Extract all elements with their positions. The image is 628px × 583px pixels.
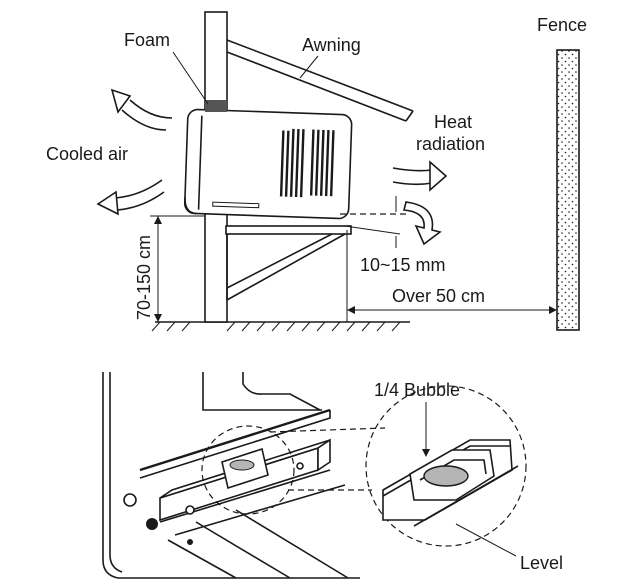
label-fence: Fence	[537, 15, 587, 35]
magnified-vial	[409, 449, 495, 501]
level-vial-housing	[221, 447, 269, 490]
zoom-connector-upper	[269, 427, 386, 433]
unit-screw-hole	[123, 493, 137, 507]
level-end-cap	[185, 505, 195, 515]
distance-dimension	[346, 230, 557, 322]
magnified-bubble-detail	[365, 385, 527, 547]
label-cooled-air: Cooled air	[46, 144, 128, 164]
label-bubble: 1/4 Bubble	[374, 380, 460, 400]
label-awning: Awning	[302, 35, 361, 55]
base-tray	[118, 469, 360, 579]
bottom-level-diagram: 1/4 Bubble Level	[102, 372, 563, 579]
level-leader-line	[455, 523, 517, 557]
label-tilt: 10~15 mm	[360, 255, 446, 275]
bubble-small	[229, 459, 255, 471]
tilt-indicator	[340, 196, 442, 248]
label-heat-line1: Heat	[434, 112, 472, 132]
bubble-magnified	[423, 465, 469, 487]
top-installation-diagram: Foam Awning Cooled air Heat radiation	[46, 11, 587, 332]
awning-leader-line	[299, 55, 319, 79]
foam-patch	[205, 100, 227, 112]
unit-foot-right	[187, 539, 193, 545]
unit-vent-grille	[279, 128, 335, 198]
support-bracket	[225, 225, 352, 301]
heat-radiation-arrow	[392, 160, 448, 192]
label-height: 70-150 cm	[134, 235, 154, 320]
cooled-air-arrow-lower	[96, 179, 165, 216]
foam-leader-line	[172, 51, 209, 105]
label-distance: Over 50 cm	[392, 286, 485, 306]
cooled-air-arrow-upper	[110, 88, 173, 131]
height-dimension	[150, 215, 205, 322]
ground-hatching	[151, 321, 401, 332]
air-conditioner-unit	[183, 108, 353, 220]
awning	[226, 39, 414, 122]
level-tool	[159, 438, 331, 522]
unit-foot-left	[146, 518, 158, 530]
label-heat-line2: radiation	[416, 134, 485, 154]
label-level: Level	[520, 553, 563, 573]
fence	[556, 49, 580, 331]
zoom-source-circle	[201, 425, 295, 515]
label-foam: Foam	[124, 30, 170, 50]
